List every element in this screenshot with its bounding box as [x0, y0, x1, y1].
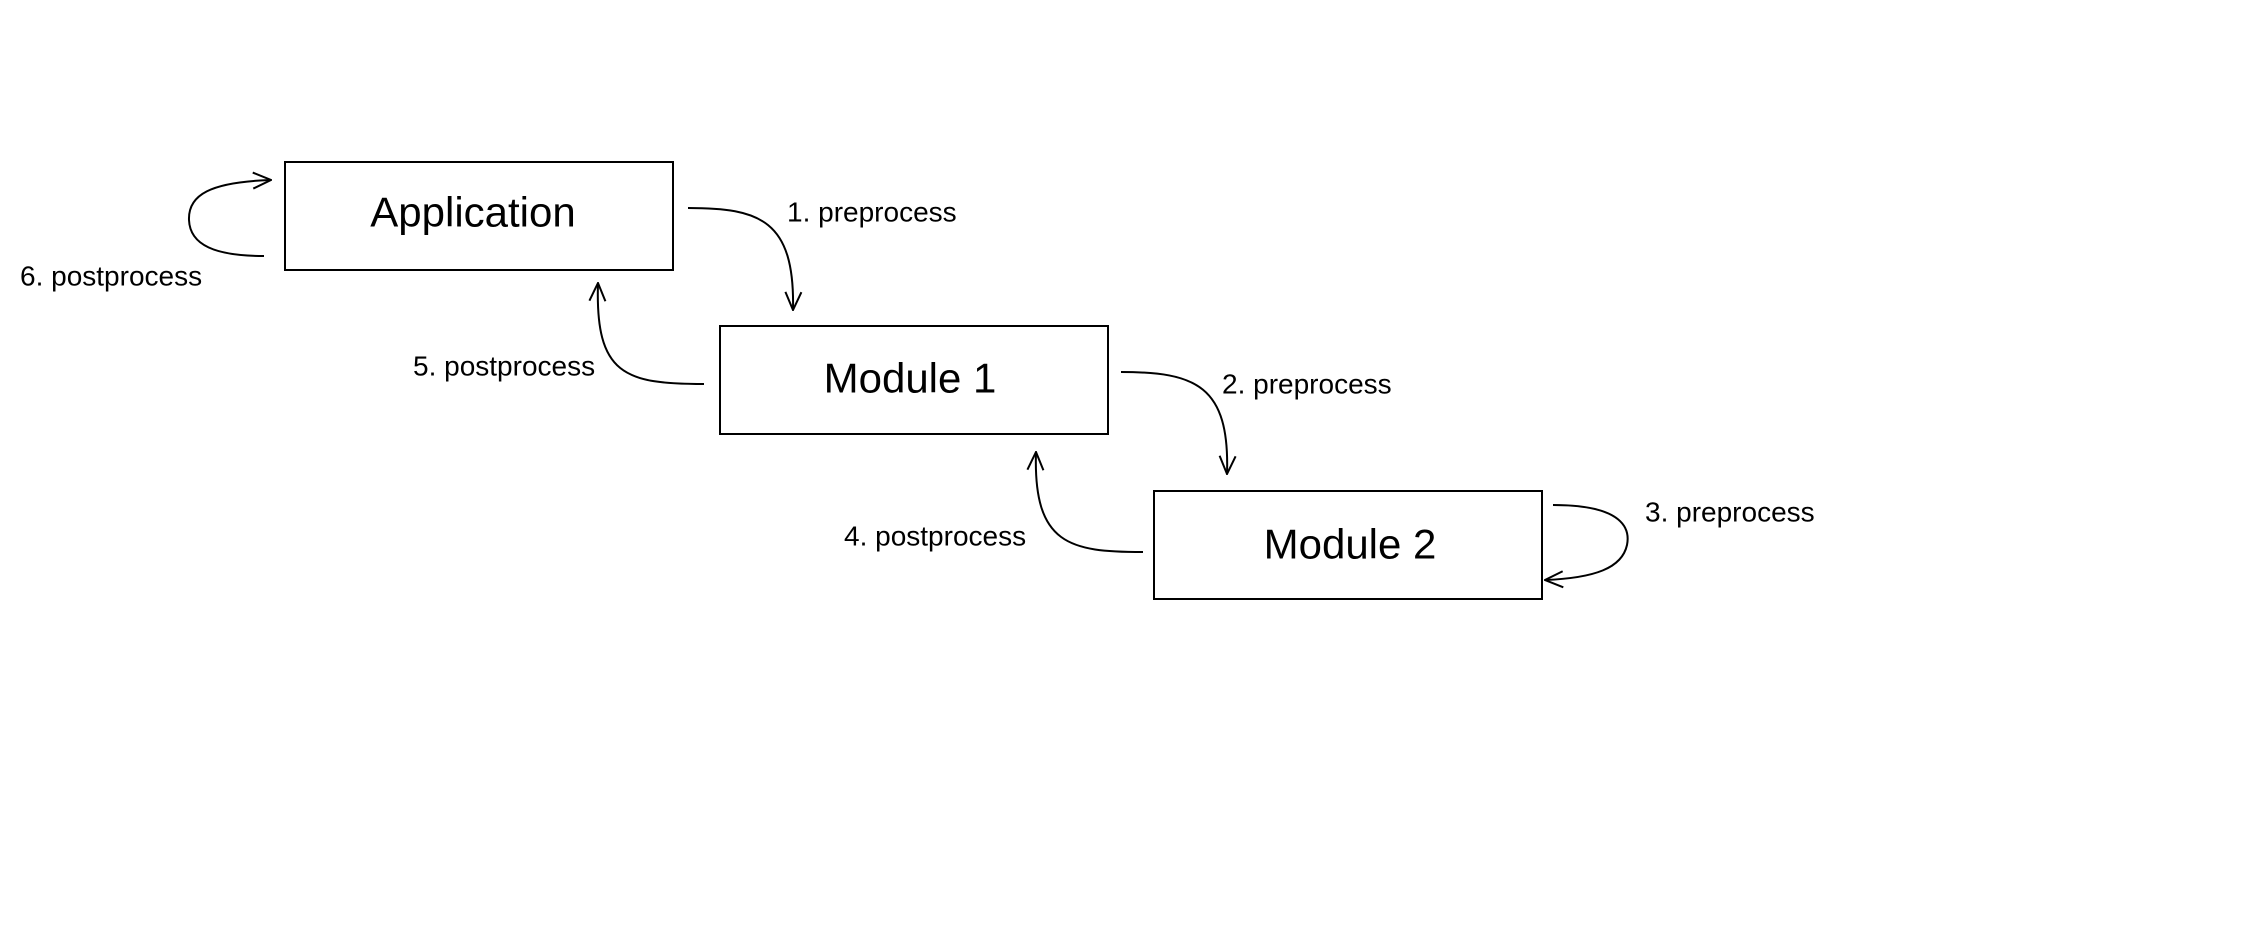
node-module-2: Module 2 — [1153, 490, 1543, 600]
module-2-label: Module 2 — [1264, 521, 1437, 568]
module-1-box — [719, 325, 1109, 435]
edge-preprocess-2 — [1120, 371, 1227, 474]
module-1-label: Module 1 — [824, 355, 997, 402]
edge-postprocess-4 — [1036, 452, 1144, 553]
application-label: Application — [370, 189, 575, 236]
edge-label-postprocess-5: 5. postprocess — [413, 351, 595, 382]
node-application: Application — [284, 161, 674, 271]
edge-preprocess-1 — [687, 207, 793, 310]
application-box — [284, 161, 674, 271]
edge-label-preprocess-3: 3. preprocess — [1645, 497, 1815, 528]
node-module-1: Module 1 — [719, 325, 1109, 435]
edge-postprocess-5 — [598, 283, 705, 385]
edge-label-postprocess-4: 4. postprocess — [844, 521, 1026, 552]
edge-preprocess-3 — [1545, 504, 1629, 580]
module-2-box — [1153, 490, 1543, 600]
edge-label-postprocess-6: 6. postprocess — [20, 261, 202, 292]
edge-label-preprocess-2: 2. preprocess — [1222, 369, 1392, 400]
edge-label-preprocess-1: 1. preprocess — [787, 197, 957, 228]
edge-postprocess-6 — [187, 180, 271, 257]
